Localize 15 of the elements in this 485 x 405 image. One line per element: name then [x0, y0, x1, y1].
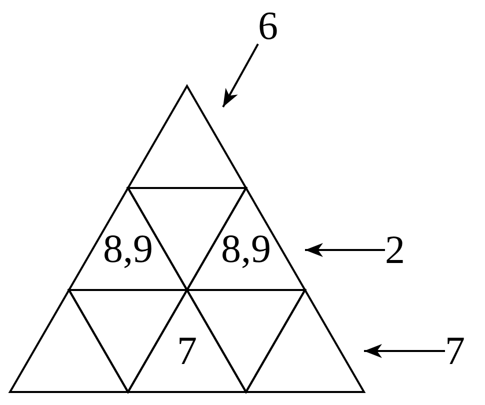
- leader-arrow: [364, 344, 445, 358]
- triangle-cell: [187, 188, 305, 290]
- triangle-cell: [128, 290, 246, 392]
- cell-number: 8,9: [103, 229, 153, 270]
- triangle-cell: [128, 86, 246, 188]
- cell-number: 7: [177, 331, 197, 372]
- triangle-cell: [246, 290, 364, 392]
- leader-arrow: [305, 243, 385, 257]
- triangle-cell: [10, 290, 128, 392]
- clue-number: 2: [385, 230, 405, 270]
- clue-number: 6: [258, 6, 278, 46]
- triangle-cell: [69, 188, 187, 290]
- cell-number: 8,9: [221, 229, 271, 270]
- leader-arrow: [222, 44, 259, 108]
- clue-number: 7: [445, 331, 465, 371]
